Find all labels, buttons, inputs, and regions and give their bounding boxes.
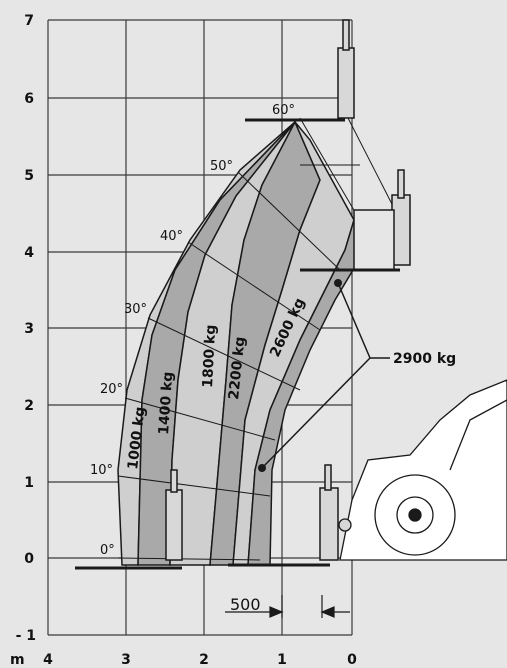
y-tick-7: 7 xyxy=(24,13,34,29)
angle-60: 60° xyxy=(272,103,295,118)
load-label-2900: 2900 kg xyxy=(393,351,456,367)
load-label-1000: 1000 kg xyxy=(125,406,149,471)
dot-lower xyxy=(258,464,266,472)
attachments xyxy=(75,19,411,570)
load-label-1800: 1800 kg xyxy=(200,324,219,388)
ray-30 xyxy=(147,317,301,391)
y-tick-0: 0 xyxy=(24,551,34,567)
carriage-right xyxy=(319,487,339,561)
angle-50: 50° xyxy=(210,159,233,174)
load-box xyxy=(353,209,395,271)
x-unit: m xyxy=(10,652,25,668)
y-tick-6: 6 xyxy=(24,91,34,107)
angle-20: 20° xyxy=(100,382,123,397)
x-tick-2: 2 xyxy=(199,652,209,668)
x-tick-3: 3 xyxy=(121,652,131,668)
ray-0 xyxy=(117,557,261,561)
x-tick-1: 1 xyxy=(277,652,287,668)
y-tick-2: 2 xyxy=(24,398,34,414)
dot-upper xyxy=(334,279,342,287)
y-tick-1: 1 xyxy=(24,475,34,491)
x-tick-0: 0 xyxy=(347,652,357,668)
y-tick-3: 3 xyxy=(24,321,34,337)
load-zones xyxy=(117,120,357,566)
carriage-top xyxy=(337,47,355,119)
y-tick-4: 4 xyxy=(24,245,34,261)
angle-10: 10° xyxy=(90,463,113,478)
dimension xyxy=(225,595,350,618)
vehicle xyxy=(338,379,507,561)
angle-40: 40° xyxy=(160,229,183,244)
load-label-1400: 1400 kg xyxy=(156,371,176,435)
callout-2900 xyxy=(258,279,390,472)
ray-40 xyxy=(187,241,321,331)
angle-0: 0° xyxy=(100,543,115,558)
carriage-left xyxy=(165,489,183,561)
ray-20 xyxy=(124,397,276,441)
angle-30: 30° xyxy=(124,302,147,317)
dimension-label: 500 xyxy=(230,595,261,614)
ray-10 xyxy=(117,475,271,497)
ray-50 xyxy=(237,171,341,271)
y-tick-m1: - 1 xyxy=(16,628,36,644)
load-label-2200: 2200 kg xyxy=(226,336,249,400)
y-tick-5: 5 xyxy=(24,168,34,184)
x-tick-4: 4 xyxy=(43,652,53,668)
angle-rays xyxy=(117,117,356,561)
